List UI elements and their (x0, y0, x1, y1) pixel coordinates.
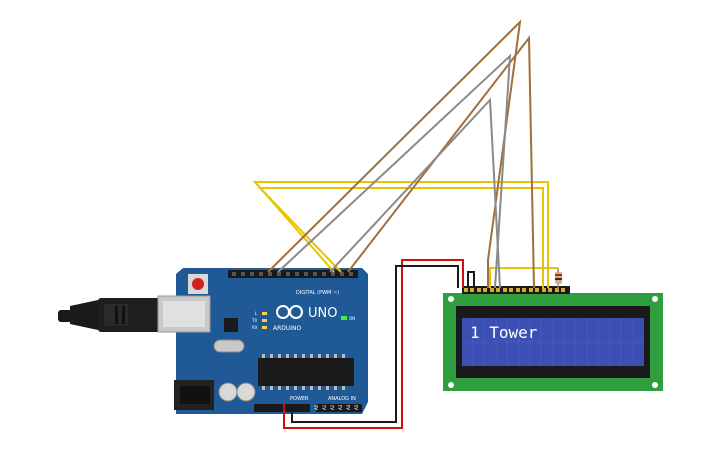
l-led (262, 312, 267, 315)
lcd-character-grid (462, 318, 644, 366)
lcd-display-text: 1 Tower (470, 323, 538, 342)
yellow-wires[interactable] (252, 181, 558, 288)
red-wire[interactable] (283, 259, 464, 429)
svg-text:A2: A2 (330, 404, 335, 410)
svg-text:A0: A0 (314, 404, 319, 410)
crystal-oscillator (213, 339, 245, 353)
tx-led-label: TX (251, 318, 257, 323)
on-led (341, 316, 347, 320)
resistor[interactable] (555, 268, 562, 290)
rx-led (262, 326, 267, 329)
analog-label: ANALOG IN (328, 396, 356, 402)
svg-text:A4: A4 (346, 404, 351, 410)
l-led-label: L (255, 311, 258, 316)
mount-hole (652, 296, 658, 302)
on-led-label: ON (349, 316, 355, 321)
lcd-pins (464, 288, 565, 292)
brown-wires[interactable] (267, 19, 535, 289)
mount-hole (448, 296, 454, 302)
capacitor (218, 382, 238, 402)
chip-pins (262, 354, 345, 390)
capacitor (236, 382, 256, 402)
mount-hole (652, 382, 658, 388)
mount-hole (448, 382, 454, 388)
digital-header[interactable] (228, 270, 358, 278)
power-header[interactable] (254, 404, 310, 412)
usb-cable[interactable] (58, 298, 160, 332)
analog-header[interactable] (316, 404, 362, 412)
digital-header-holes (232, 272, 353, 276)
svg-text:A5: A5 (354, 404, 359, 410)
reset-button[interactable] (192, 278, 204, 290)
power-label: POWER (290, 396, 309, 402)
rx-led-label: RX (252, 325, 258, 330)
black-wire[interactable] (291, 265, 475, 423)
arduino-uno-board[interactable]: ARDUINO UNO DIGITAL (PWM ~) POWER ANALOG… (157, 268, 368, 414)
gray-wires[interactable] (277, 53, 512, 289)
lcd-module[interactable]: 1 Tower (443, 286, 663, 391)
arduino-logo-icon (276, 305, 303, 319)
analog-pin-labels: A0 A1 A2 A3 A4 A5 (314, 404, 359, 410)
atmega-chip (258, 358, 354, 386)
svg-text:A3: A3 (338, 404, 343, 410)
svg-text:A1: A1 (322, 404, 327, 410)
tx-led (262, 319, 267, 322)
board-model: UNO (308, 306, 337, 321)
digital-header-label: DIGITAL (PWM ~) (296, 290, 339, 296)
usb-chip (224, 318, 238, 332)
board-brand: ARDUINO (273, 325, 302, 332)
